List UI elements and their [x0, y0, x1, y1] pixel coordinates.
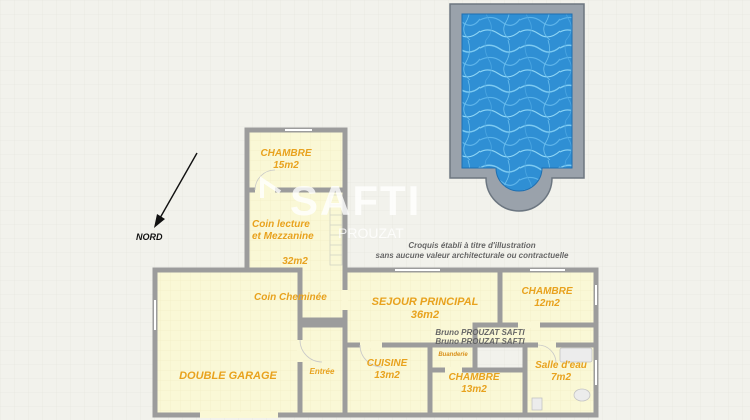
- label-mezzanine-area: 32m2: [282, 256, 308, 267]
- compass-label: NORD: [136, 232, 163, 242]
- label-salle-eau-name: Salle d'eau: [535, 360, 587, 371]
- room-entree: [297, 322, 348, 418]
- safti-logo-mark: [260, 176, 282, 198]
- door-swings: [254, 169, 557, 368]
- bathroom-fixtures: [531, 347, 593, 411]
- label-coin-cheminee: Coin Cheminée: [254, 292, 327, 303]
- swimming-pool: [449, 3, 585, 212]
- label-chambre-top: CHAMBRE 15m2: [250, 148, 322, 171]
- windows: [154, 129, 597, 385]
- label-mezzanine: Coin lecture et Mezzanine: [252, 219, 314, 242]
- label-garage: DOUBLE GARAGE: [179, 370, 277, 382]
- label-sejour-name: SEJOUR PRINCIPAL: [371, 296, 479, 308]
- label-sejour: SEJOUR PRINCIPAL 36m2: [360, 296, 490, 321]
- label-chambre-bottom-area: 13m2: [461, 383, 487, 395]
- label-entree: Entrée: [309, 367, 335, 376]
- stairs: [329, 194, 343, 266]
- label-sejour-area: 36m2: [410, 308, 440, 321]
- pool-water: [461, 13, 573, 192]
- label-cuisine-area: 13m2: [374, 369, 400, 381]
- room-cuisine: [342, 342, 433, 418]
- credit-line-1: Bruno PROUZAT SAFTI: [435, 328, 525, 337]
- credit-line-2: Bruno PROUZAT SAFTI: [435, 337, 525, 346]
- label-salle-eau-area: 7m2: [550, 371, 571, 383]
- label-chambre-bottom-name: CHAMBRE: [448, 372, 500, 383]
- watermark-agent: PROUZAT: [338, 225, 404, 241]
- label-buanderie: Buanderie: [438, 352, 468, 358]
- label-mezzanine-name-1: Coin lecture: [252, 219, 310, 230]
- disclaimer-line-2: sans aucune valeur architecturale ou con…: [375, 250, 569, 260]
- label-chambre-right-name: CHAMBRE: [521, 286, 573, 297]
- label-chambre-top-area: 15m2: [273, 159, 299, 171]
- disclaimer: Croquis établi à titre d'illustration sa…: [352, 241, 592, 260]
- label-cuisine-name: CUISINE: [366, 358, 408, 369]
- north-arrow: [154, 152, 198, 228]
- disclaimer-line-1: Croquis établi à titre d'illustration: [408, 241, 536, 250]
- label-chambre-right: CHAMBRE 12m2: [506, 286, 588, 309]
- label-chambre-bottom: CHAMBRE 13m2: [434, 372, 514, 395]
- watermark-brand: SAFTI: [290, 177, 422, 224]
- label-chambre-right-area: 12m2: [534, 297, 560, 309]
- label-mezzanine-name-2: et Mezzanine: [252, 230, 314, 242]
- label-salle-eau: Salle d'eau 7m2: [528, 360, 594, 383]
- label-chambre-top-name: CHAMBRE: [260, 148, 312, 159]
- room-chambre-bottom: [427, 367, 528, 418]
- label-cuisine: CUISINE 13m2: [352, 358, 422, 381]
